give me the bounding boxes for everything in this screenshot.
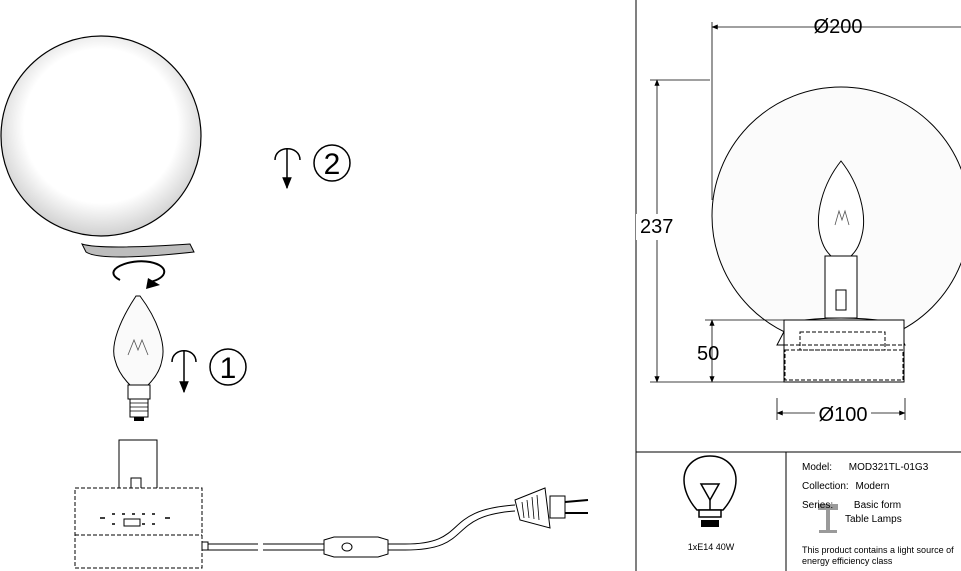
step-1-label: 1: [220, 352, 237, 385]
spec-energy-note: This product contains a light source of …: [802, 545, 954, 567]
dimension-lamp-outline: [711, 86, 961, 383]
spec-collection-value: Modern: [855, 481, 890, 492]
dimension-width-top: [711, 22, 961, 200]
globe-shade: [0, 35, 202, 258]
spec-type: Table Lamps: [845, 514, 902, 526]
screw-down-icon: [171, 350, 197, 394]
dimension-width-base-label: Ø100: [819, 404, 868, 426]
step-1-circle: [209, 348, 247, 386]
spec-series: Series: Basic form: [802, 500, 901, 512]
dimension-height-total-label: 237: [640, 216, 673, 238]
switch-icon: [323, 536, 389, 558]
spec-energy-note-line2: energy efficiency class: [802, 556, 893, 566]
dimension-height-base-label: 50: [697, 343, 719, 365]
spec-model-value: MOD321TL-01G3: [848, 462, 929, 473]
spec-model: Model: MOD321TL-01G3: [802, 462, 928, 474]
spec-series-label: Series:: [802, 500, 834, 511]
plug-icon: [514, 487, 589, 529]
bulb-drawing: [113, 295, 164, 421]
spec-collection: Collection: Modern: [802, 481, 889, 493]
spec-energy-note-line1: This product contains a light source of: [802, 545, 954, 555]
dimension-height-base: [705, 319, 784, 383]
bulb-icon: [683, 455, 737, 527]
bulb-spec: 1xE14 40W: [688, 542, 735, 552]
step-2-label: 2: [324, 148, 341, 181]
screw-down-icon: [274, 148, 301, 190]
spec-type-value: Table Lamps: [845, 514, 902, 525]
power-cable: [208, 504, 516, 551]
spec-model-label: Model:: [802, 462, 833, 473]
spec-collection-label: Collection:: [802, 481, 849, 492]
step-2-circle: [313, 144, 351, 182]
rotate-arrow-icon: [112, 260, 166, 289]
lamp-base: [74, 439, 209, 569]
spec-series-value: Basic form: [853, 500, 902, 511]
table-lamp-icon: [818, 504, 838, 533]
dimension-width-top-label: Ø200: [814, 16, 863, 38]
